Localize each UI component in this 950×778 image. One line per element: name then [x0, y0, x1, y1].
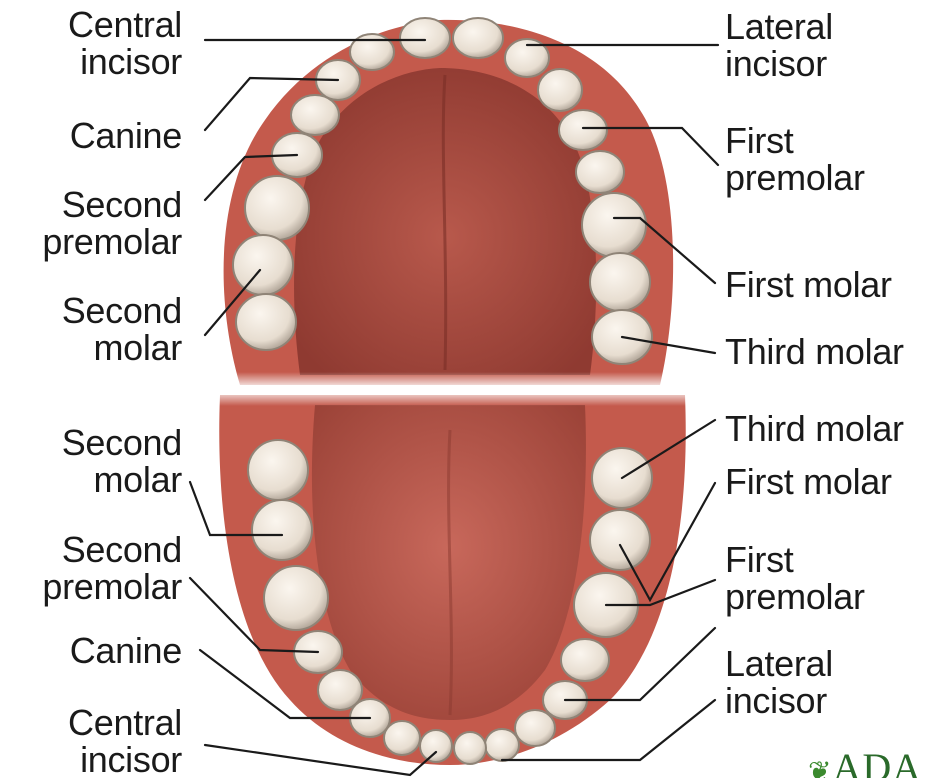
tooth-upper-first-molar-right — [582, 193, 646, 257]
tooth-upper-first-premolar-right — [559, 110, 607, 150]
label-upper-second-molar: Second molar — [62, 292, 182, 366]
tooth-upper-third-molar-left — [236, 294, 296, 350]
tooth-upper-canine-right — [538, 69, 582, 111]
tooth-upper-central-incisor-left — [400, 18, 450, 58]
label-upper-third-molar: Third molar — [725, 333, 904, 370]
tooth-lower-second-molar-right — [590, 510, 650, 570]
tooth-upper-second-molar-right — [590, 253, 650, 311]
tooth-lower-first-molar-left — [264, 566, 328, 630]
label-upper-second-premolar: Second premolar — [42, 186, 182, 260]
tooth-lower-third-molar-left — [248, 440, 308, 500]
label-upper-first-molar: First molar — [725, 266, 892, 303]
label-lower-lateral-incisor: Lateral incisor — [725, 645, 833, 719]
tooth-upper-second-molar-left — [233, 235, 293, 295]
label-lower-first-premolar: First premolar — [725, 541, 865, 615]
leaf-icon: ❦ — [808, 757, 832, 778]
tooth-lower-second-premolar-right — [561, 639, 609, 681]
label-lower-second-premolar: Second premolar — [42, 531, 182, 605]
label-lower-first-molar: First molar — [725, 463, 892, 500]
label-upper-lateral-incisor: Lateral incisor — [725, 8, 833, 82]
label-lower-central-incisor: Central incisor — [68, 704, 182, 778]
tooth-upper-second-premolar-right — [576, 151, 624, 193]
tooth-lower-second-molar-left — [252, 500, 312, 560]
tooth-lower-lateral-incisor-left — [384, 721, 420, 755]
tooth-upper-first-premolar-left — [291, 95, 339, 135]
label-lower-second-molar: Second molar — [62, 424, 182, 498]
tooth-upper-first-molar-left — [245, 176, 309, 240]
tooth-lower-central-incisor-right — [454, 732, 486, 764]
ada-logo: ❦ADA — [808, 744, 922, 778]
tooth-upper-central-incisor-right — [453, 18, 503, 58]
arch-gap — [200, 372, 720, 406]
tooth-lower-lateral-incisor-right — [485, 729, 519, 761]
logo-text: ADA — [832, 745, 922, 778]
label-lower-third-molar: Third molar — [725, 410, 904, 447]
label-upper-first-premolar: First premolar — [725, 122, 865, 196]
tooth-lower-central-incisor-left — [420, 730, 452, 762]
label-upper-central-incisor: Central incisor — [68, 6, 182, 80]
tooth-lower-canine-right — [515, 710, 555, 746]
label-lower-canine: Canine — [70, 632, 182, 669]
label-upper-canine: Canine — [70, 117, 182, 154]
